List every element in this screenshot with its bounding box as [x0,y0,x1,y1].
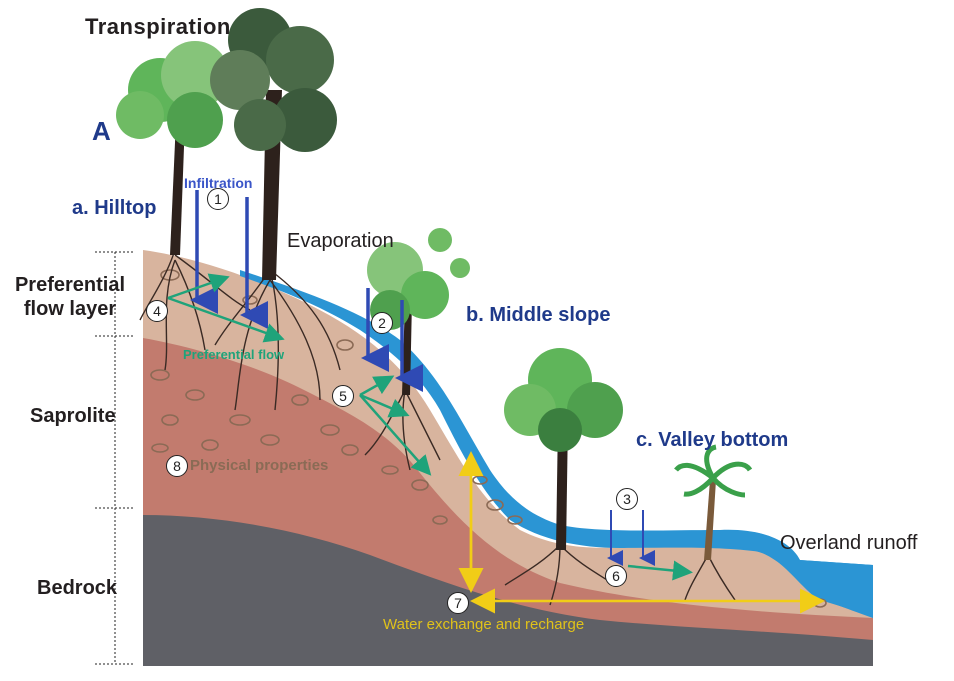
panel-letter: A [92,116,111,146]
preferential-flow-layer-label: Preferential flow layer [14,274,126,320]
layer-scale [95,251,135,665]
physical-properties-label: Physical properties [190,457,329,474]
marker-4: 4 [146,300,168,322]
marker-2: 2 [371,312,393,334]
evaporation-label: Evaporation [287,230,394,252]
saprolite-layer [143,335,873,640]
marker-5: 5 [332,385,354,407]
marker-7: 7 [447,592,469,614]
surface-water [240,270,873,618]
preferential-flow-label: Preferential flow [183,347,285,362]
marker-3: 3 [616,488,638,510]
preferential-flow-arrows [167,273,693,581]
valley-bottom-label: c. Valley bottom [636,429,789,451]
hilltop-label: a. Hilltop [72,197,157,219]
marker-6: 6 [605,565,627,587]
tree-canopies [116,8,753,498]
marker-8: 8 [166,455,188,477]
transpiration-label: Transpiration [85,14,231,39]
water-exchange-arrows [458,451,825,614]
infiltration-arrows [190,190,655,566]
water-exchange-label: Water exchange and recharge [383,616,585,633]
bedrock-label: Bedrock [37,577,118,599]
saprolite-label: Saprolite [30,405,116,427]
middle-slope-label: b. Middle slope [466,304,611,326]
preferential-flow-layer [143,250,873,618]
marker-1: 1 [207,188,229,210]
infiltration-label: Infiltration [184,175,253,191]
overland-runoff-label: Overland runoff [780,532,918,554]
